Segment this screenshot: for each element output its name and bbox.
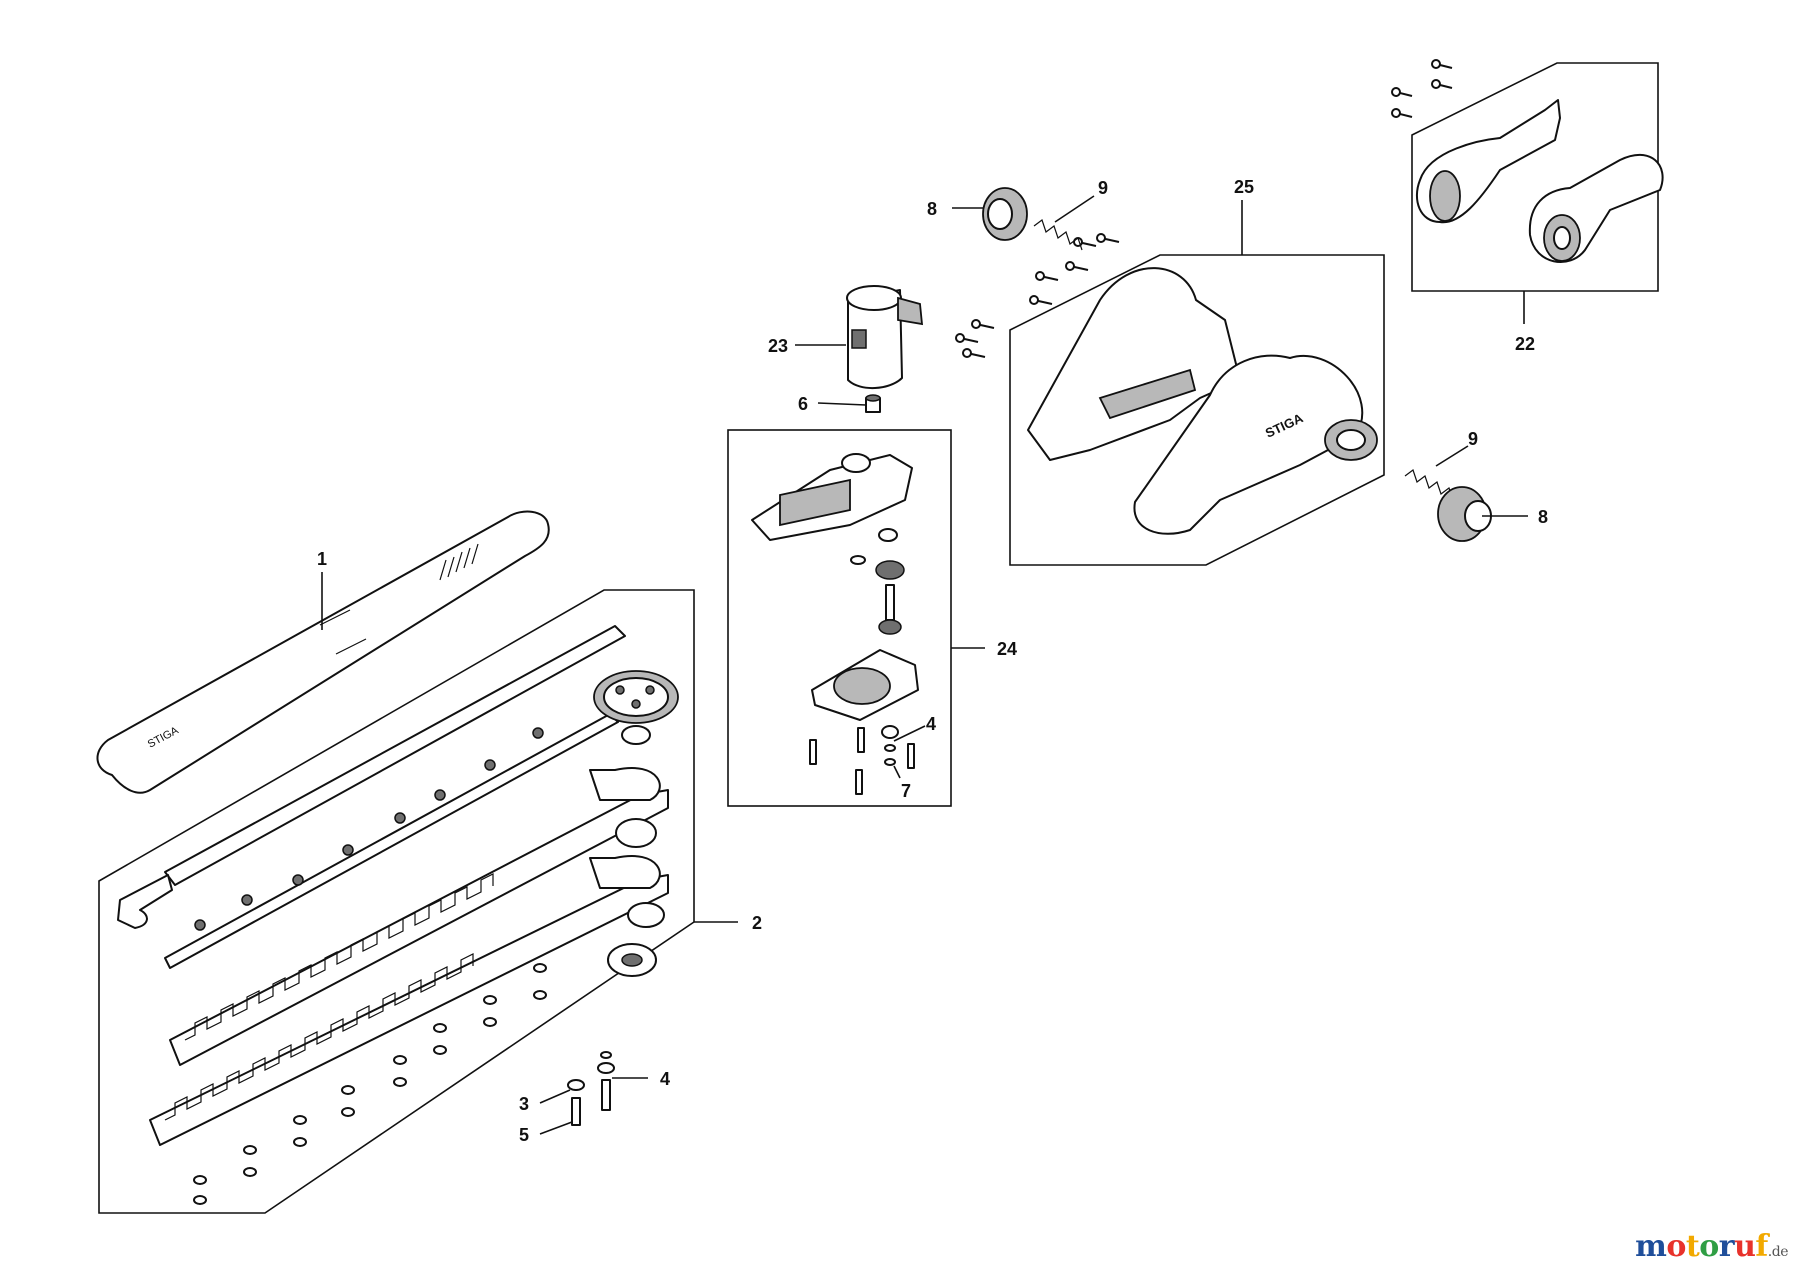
watermark-letter: m — [1635, 1229, 1667, 1264]
bushing-part-4 — [881, 725, 899, 739]
callout-9-upper: 9 — [1098, 178, 1108, 198]
rail-screws — [194, 727, 544, 931]
watermark-suffix: .de — [1767, 1244, 1789, 1260]
guide-rail — [164, 625, 626, 886]
group-22-handle — [1411, 62, 1664, 292]
watermark-letter: f — [1755, 1229, 1768, 1264]
watermark-letter: o — [1666, 1229, 1686, 1264]
blade-loop-upper — [589, 767, 661, 801]
callout-4-gearbox: 4 — [926, 714, 936, 734]
part-6-bushing — [865, 394, 881, 413]
housing-screws — [955, 233, 1120, 358]
callout-9-lower: 9 — [1468, 429, 1478, 449]
callout-24: 24 — [997, 639, 1017, 659]
part-9-spring-lower — [1404, 469, 1454, 501]
callout-3: 3 — [519, 1094, 529, 1114]
washer-b — [850, 555, 866, 565]
motoruf-watermark: motoruf.de — [1635, 1229, 1788, 1264]
callout-8-lower: 8 — [1538, 507, 1548, 527]
part-8-knob-upper — [982, 187, 1028, 241]
bearing-b — [878, 619, 902, 635]
handle-screws — [1391, 59, 1453, 118]
screw-part-5b — [601, 1079, 611, 1111]
callout-2: 2 — [752, 913, 762, 933]
washer-part-4 — [597, 1062, 615, 1074]
callout-7: 7 — [901, 781, 911, 801]
part-1-blade-cover: STIGA — [96, 510, 550, 794]
pinion-gear — [875, 560, 905, 580]
part-23-motor — [846, 285, 924, 390]
blade-nuts — [193, 963, 547, 1205]
cam-disk-c-center — [621, 953, 643, 967]
group-25-outline — [1009, 254, 1385, 566]
cam-disk-a — [615, 818, 657, 848]
part-8-knob-lower — [1437, 486, 1492, 542]
leader-lines — [321, 195, 1528, 1135]
washer-a — [621, 725, 651, 745]
group-25-motor-housing: STIGA — [1009, 254, 1385, 566]
callout-22: 22 — [1515, 334, 1535, 354]
group-24-outline — [727, 429, 952, 807]
callout-25: 25 — [1234, 177, 1254, 197]
watermark-letter: t — [1685, 1229, 1700, 1264]
callout-4-blade: 4 — [660, 1069, 670, 1089]
housing-right-shell — [1133, 354, 1364, 535]
callout-8-upper: 8 — [927, 199, 937, 219]
loose-fasteners — [567, 1051, 615, 1126]
watermark-letter: o — [1699, 1229, 1719, 1264]
callout-1: 1 — [317, 549, 327, 569]
watermark-letter: u — [1734, 1229, 1756, 1264]
callout-numbers: 1 2 3 4 5 6 7 4 24 23 8 9 25 22 9 8 — [317, 177, 1548, 1145]
cam-disk-b — [627, 902, 665, 928]
callout-6: 6 — [798, 394, 808, 414]
flat-bar — [164, 713, 619, 969]
callout-23: 23 — [768, 336, 788, 356]
watermark-name: motoruf — [1635, 1229, 1768, 1264]
shaft — [885, 584, 895, 621]
bearing-a — [878, 528, 898, 542]
housing-left-shell — [1027, 267, 1241, 461]
blade-loop-lower — [589, 855, 661, 889]
group-24-gear-housing — [727, 429, 952, 807]
upper-blade — [169, 789, 669, 1066]
part-9-spring-upper — [1033, 219, 1083, 251]
screw-part-5 — [571, 1097, 581, 1126]
callout-5: 5 — [519, 1125, 529, 1145]
gearbox-screws — [809, 727, 915, 795]
washer-part-7 — [884, 758, 896, 766]
group-2-blade-assembly: STIGA — [96, 510, 695, 1214]
drive-gear — [593, 670, 679, 724]
watermark-letter: r — [1718, 1229, 1735, 1264]
lower-blade — [149, 874, 669, 1146]
hook-plate — [117, 874, 173, 929]
washer-part-3 — [567, 1079, 585, 1091]
